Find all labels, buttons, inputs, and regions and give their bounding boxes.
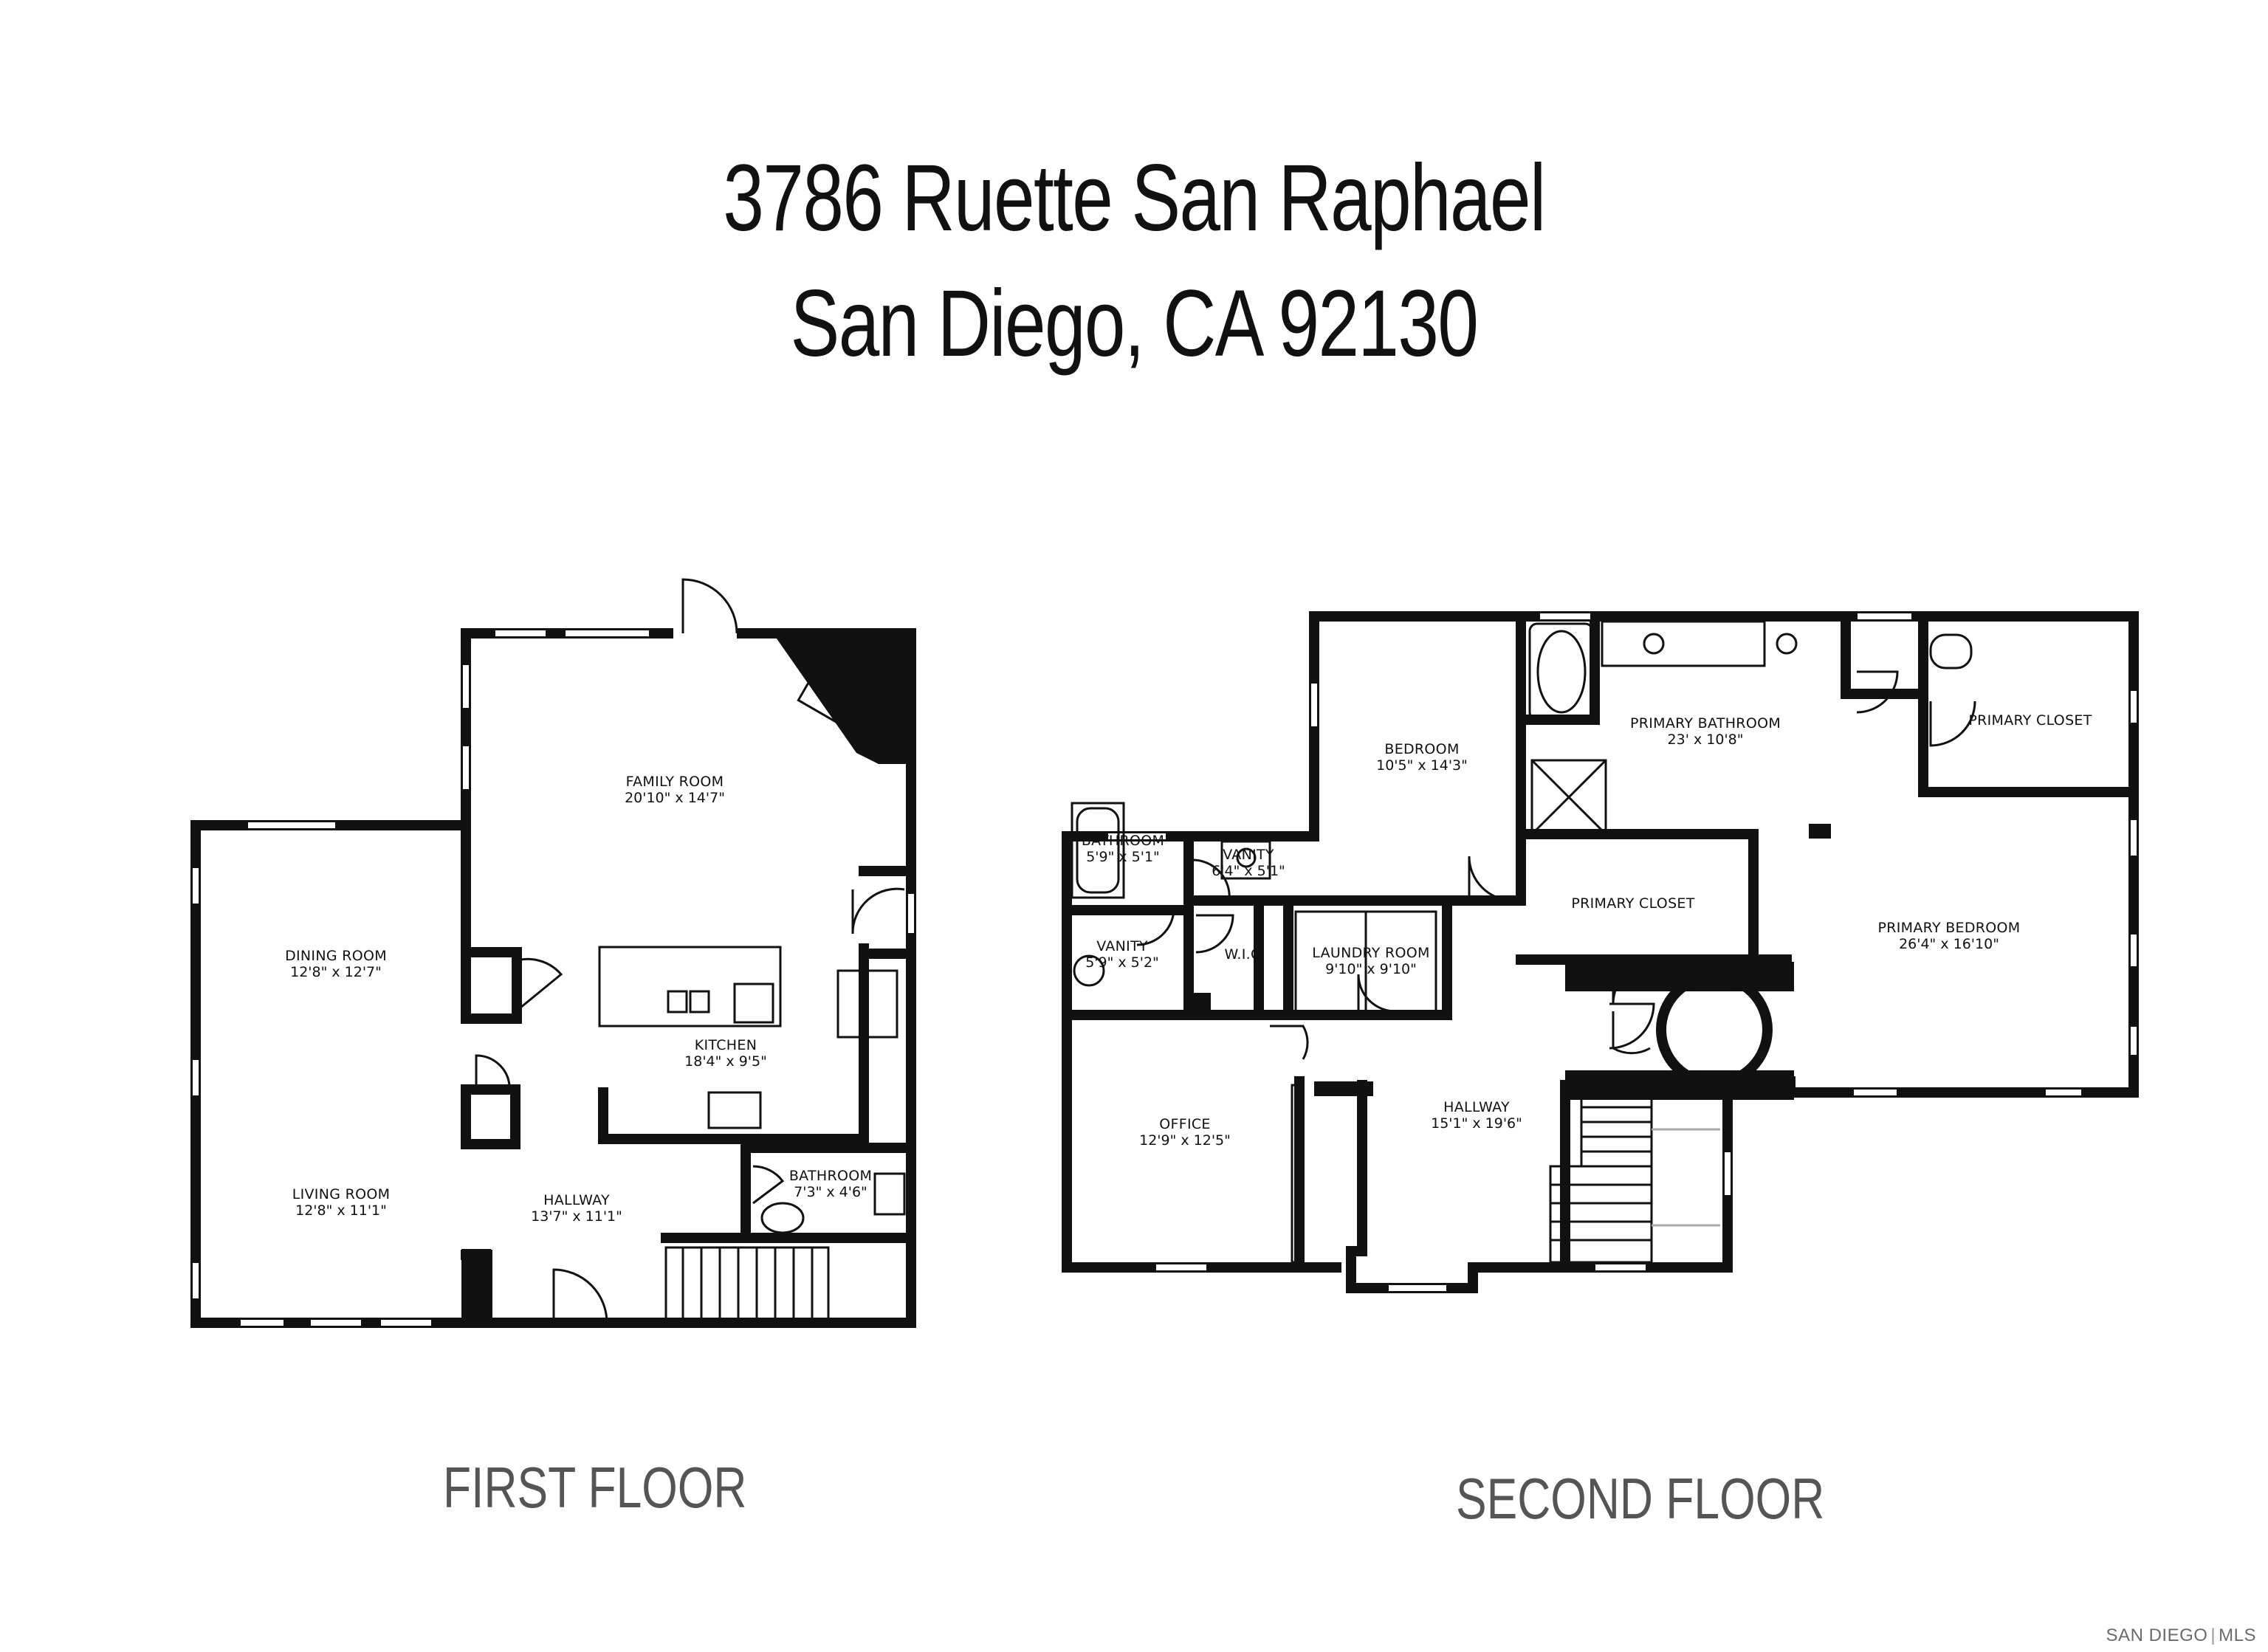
address-line-1: 3786 Ruette San Raphael (723, 145, 1546, 251)
room-living-room: LIVING ROOM 12'8" x 11'1" (292, 1186, 391, 1219)
room-vanity-lower: VANITY 5'9" x 5'2" (1085, 938, 1159, 971)
room-kitchen: KITCHEN 18'4" x 9'5" (684, 1037, 767, 1070)
logo-text-left: SAN DIEGO (2106, 1625, 2208, 1645)
room-office: OFFICE 12'9" x 12'5" (1139, 1116, 1231, 1149)
room-wic: W.I.C (1224, 946, 1261, 963)
room-bathroom-second: BATHROOM 5'9" x 5'1" (1081, 833, 1165, 865)
room-primary-bedroom: PRIMARY BEDROOM 26'4" x 16'10" (1877, 920, 2021, 952)
sandiego-mls-logo: SAN DIEGO|MLS (2106, 1625, 2256, 1645)
room-primary-closet-lower: PRIMARY CLOSET (1571, 895, 1695, 912)
room-primary-closet-upper: PRIMARY CLOSET (1968, 712, 2092, 729)
room-family-room: FAMILY ROOM 20'10" x 14'7" (625, 774, 725, 806)
room-dining-room: DINING ROOM 12'8" x 12'7" (285, 948, 387, 980)
room-bathroom-first: BATHROOM 7'3" x 4'6" (788, 1168, 873, 1200)
address-line-2: San Diego, CA 92130 (790, 271, 1479, 376)
logo-text-right: MLS (2219, 1625, 2256, 1645)
room-primary-bathroom: PRIMARY BATHROOM 23' x 10'8" (1629, 715, 1781, 748)
room-laundry-room: LAUNDRY ROOM 9'10" x 9'10" (1312, 945, 1430, 977)
room-hallway-first: HALLWAY 13'7" x 11'1" (531, 1192, 622, 1225)
room-bedroom: BEDROOM 10'5" x 14'3" (1376, 741, 1468, 774)
second-floor-label: SECOND FLOOR (1456, 1466, 1825, 1531)
first-floor-label: FIRST FLOOR (443, 1455, 747, 1520)
room-vanity-upper: VANITY 6'4" x 5'1" (1212, 847, 1285, 879)
room-hallway-second: HALLWAY 15'1" x 19'6" (1431, 1099, 1522, 1132)
